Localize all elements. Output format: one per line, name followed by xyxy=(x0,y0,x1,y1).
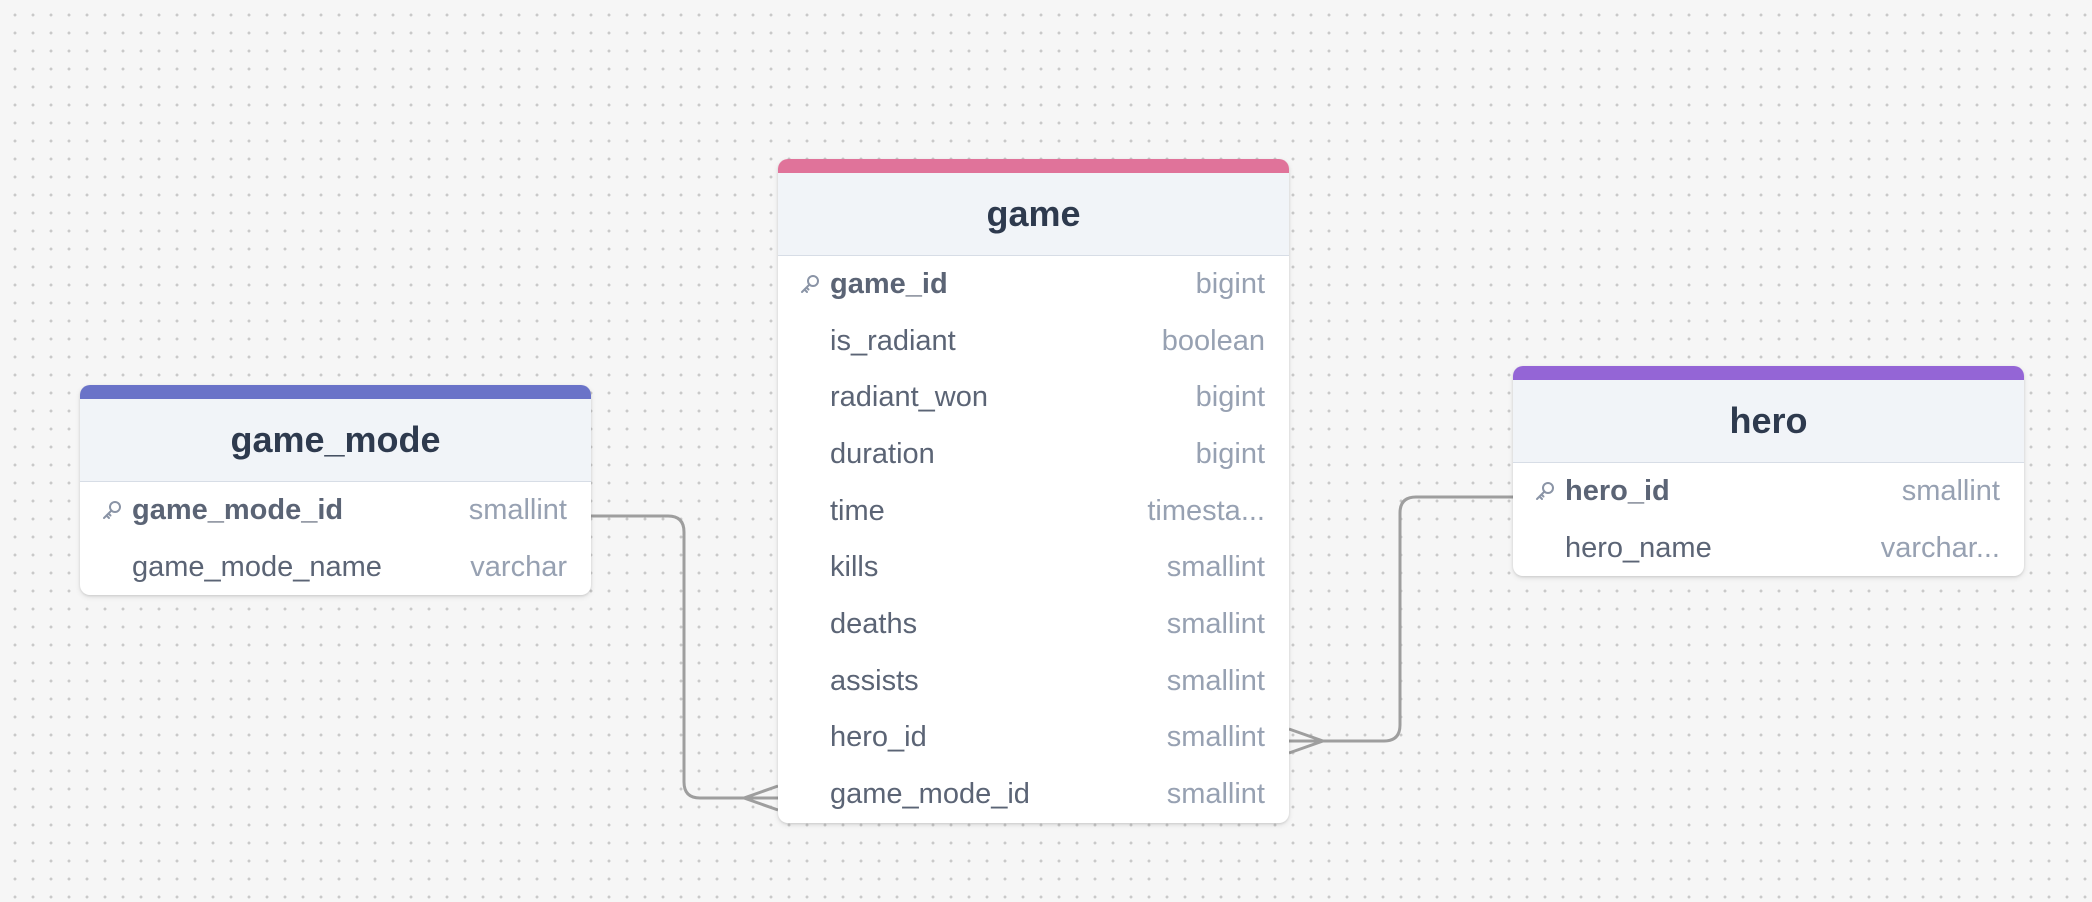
table-title: game xyxy=(986,193,1081,234)
column-type: smallint xyxy=(1166,607,1265,640)
column-type: timesta... xyxy=(1147,494,1265,527)
column-row[interactable]: duration bigint xyxy=(778,426,1289,483)
column-name: game_mode_id xyxy=(830,778,1030,811)
column-name: game_mode_id xyxy=(132,493,344,526)
column-name: is_radiant xyxy=(830,324,956,357)
column-name: duration xyxy=(830,437,935,470)
column-row[interactable]: time timesta... xyxy=(778,483,1289,540)
table-accent-bar xyxy=(80,385,591,399)
column-name: hero_name xyxy=(1565,531,1712,564)
column-row[interactable]: is_radiant boolean xyxy=(778,313,1289,370)
column-name: hero_id xyxy=(830,721,927,754)
column-row[interactable]: game_mode_name varchar xyxy=(80,539,591,596)
column-type: smallint xyxy=(1166,664,1265,697)
column-type: bigint xyxy=(1195,437,1265,470)
column-name: assists xyxy=(830,664,919,697)
column-name: radiant_won xyxy=(830,381,988,414)
column-name: kills xyxy=(830,551,879,584)
column-row[interactable]: game_mode_id smallint xyxy=(778,766,1289,823)
column-row[interactable]: radiant_won bigint xyxy=(778,369,1289,426)
key-icon xyxy=(1533,479,1565,503)
table-header: hero xyxy=(1513,380,2024,463)
crowfoot-hero-id xyxy=(1288,727,1324,755)
table-title: game_mode xyxy=(230,419,441,460)
table-title: hero xyxy=(1729,400,1808,441)
column-type: smallint xyxy=(468,493,567,526)
column-type: smallint xyxy=(1901,474,2000,507)
table-game-mode[interactable]: game_mode game_mode_id smallint game_mod… xyxy=(80,385,591,596)
table-hero[interactable]: hero hero_id smallint hero_name varchar.… xyxy=(1513,366,2024,577)
column-type: bigint xyxy=(1195,267,1265,300)
table-game[interactable]: game game_id bigint is_radiant boolean r… xyxy=(778,159,1289,823)
key-icon xyxy=(100,498,132,522)
column-type: boolean xyxy=(1161,324,1265,357)
column-type: smallint xyxy=(1166,778,1265,811)
column-type: varchar xyxy=(470,550,567,583)
key-icon xyxy=(798,272,830,296)
column-row[interactable]: hero_name varchar... xyxy=(1513,520,2024,577)
table-accent-bar xyxy=(1513,366,2024,380)
column-name: game_id xyxy=(830,267,948,300)
table-header: game_mode xyxy=(80,399,591,482)
column-name: game_mode_name xyxy=(132,550,382,583)
column-row[interactable]: hero_id smallint xyxy=(778,710,1289,767)
column-row[interactable]: deaths smallint xyxy=(778,596,1289,653)
column-row[interactable]: game_mode_id smallint xyxy=(80,482,591,539)
column-row[interactable]: kills smallint xyxy=(778,539,1289,596)
column-row[interactable]: game_id bigint xyxy=(778,256,1289,313)
table-header: game xyxy=(778,173,1289,256)
column-row[interactable]: assists smallint xyxy=(778,653,1289,710)
column-name: hero_id xyxy=(1565,474,1670,507)
table-accent-bar xyxy=(778,159,1289,173)
edge-game-mode-to-game[interactable] xyxy=(591,514,778,800)
edge-hero-to-game[interactable] xyxy=(1289,495,1513,743)
column-type: smallint xyxy=(1166,721,1265,754)
column-name: time xyxy=(830,494,885,527)
crowfoot-game-mode-id xyxy=(743,784,779,812)
column-type: bigint xyxy=(1195,381,1265,414)
column-row[interactable]: hero_id smallint xyxy=(1513,463,2024,520)
column-type: smallint xyxy=(1166,551,1265,584)
column-type: varchar... xyxy=(1880,531,2000,564)
column-name: deaths xyxy=(830,607,918,640)
